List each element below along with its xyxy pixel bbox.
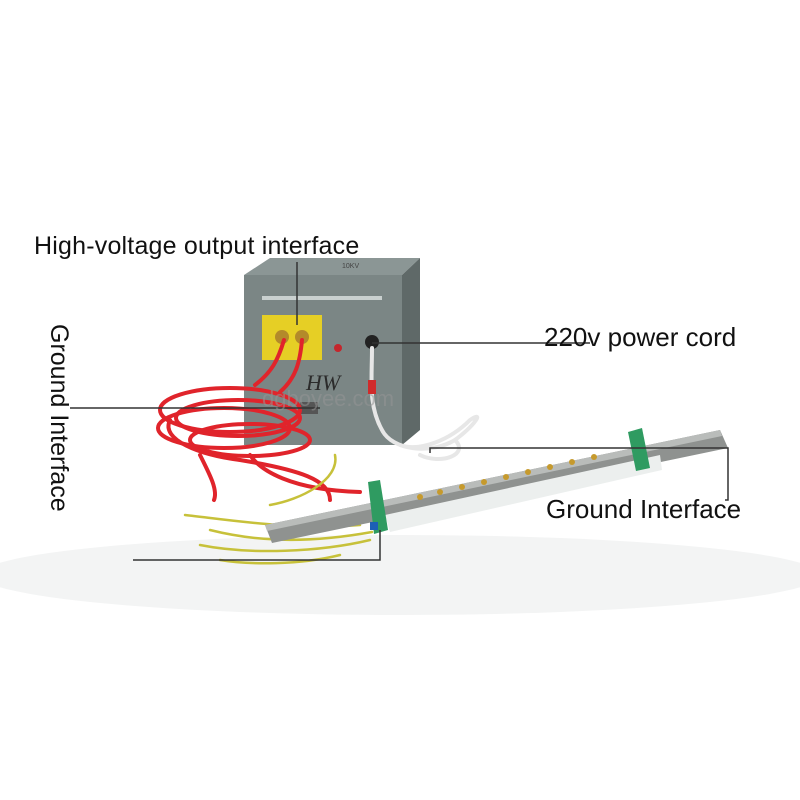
yellow-panel <box>262 315 322 360</box>
bar-bracket-left <box>368 480 388 534</box>
label-power-cord: 220v power cord <box>544 322 737 352</box>
label-high-voltage-output: High-voltage output interface <box>34 232 360 260</box>
bar-bracket-right <box>628 428 650 471</box>
floor-shadow <box>0 535 800 615</box>
generator-box: HW 10KV <box>244 258 420 445</box>
output-terminal <box>295 330 309 344</box>
indicator-light <box>334 344 342 352</box>
red-wire-coil <box>156 338 362 502</box>
label-ground-interface-right: Ground Interface <box>546 494 742 524</box>
power-socket <box>365 335 379 349</box>
watermark: dgboyee.com <box>262 386 395 411</box>
device-brand-text: HW <box>305 370 342 395</box>
leader-line-ground-bottom <box>133 530 381 561</box>
leader-lines <box>70 262 729 561</box>
label-ground-interface-left: Ground Interface <box>45 324 73 512</box>
leader-line-ground-right <box>429 447 729 501</box>
ion-bar <box>265 428 728 543</box>
device-rating-text: 10KV <box>342 263 359 270</box>
white-power-cord <box>369 346 480 461</box>
